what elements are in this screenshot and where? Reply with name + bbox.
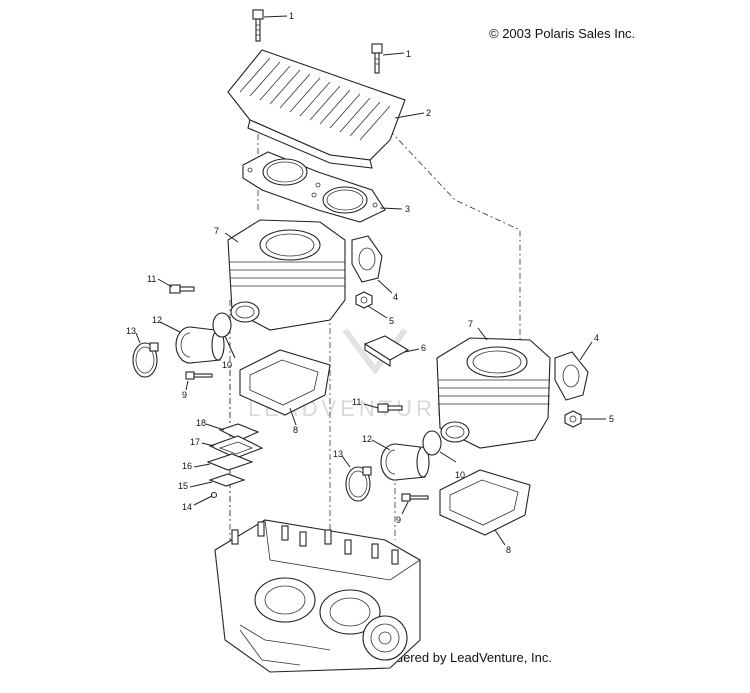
copyright-notice: © 2003 Polaris Sales Inc. [489,26,636,41]
intake-oring-left [212,312,232,338]
callout-labels: 1 1 2 3 7 4 5 11 12 13 10 9 6 8 7 4 5 11… [126,11,614,555]
head-bolt-left [252,9,264,42]
cylinder-head [227,49,406,169]
intake-clamp-right [345,466,372,502]
callout-10b: 10 [455,470,465,480]
callout-1a: 1 [289,11,294,21]
callout-15: 15 [178,481,188,491]
callout-9a: 9 [182,390,187,400]
footer-credit: Rendered by LeadVenture, Inc. [372,650,552,665]
callout-8a: 8 [293,425,298,435]
callout-14: 14 [182,502,192,512]
intake-bolt-left [169,284,195,294]
callout-12a: 12 [152,315,162,325]
callout-11b: 11 [352,397,361,407]
callout-17: 17 [190,437,200,447]
callout-12b: 12 [362,434,372,444]
callout-16: 16 [182,461,192,471]
base-gasket-right [439,469,531,536]
callout-2: 2 [426,108,431,118]
head-gasket [242,151,386,223]
intake-oring-right [422,430,442,456]
leader-lines [135,15,606,546]
callout-4b: 4 [594,333,599,343]
reed-valve-assembly [206,423,264,499]
callout-3: 3 [405,204,410,214]
base-gasket-left [239,349,331,416]
cylinder-left [227,219,346,331]
callout-1b: 1 [406,49,411,59]
callout-13b: 13 [333,449,343,459]
crankcase [214,519,421,673]
callout-9b: 9 [396,515,401,525]
callout-5a: 5 [389,316,394,326]
callout-13a: 13 [126,326,136,336]
cylinder-right [436,337,551,449]
callout-4a: 4 [393,292,398,302]
callout-10a: 10 [222,360,232,370]
callout-11a: 11 [147,274,156,284]
callout-5b: 5 [609,414,614,424]
callout-8b: 8 [506,545,511,555]
intake-boot-left [175,326,225,364]
callout-7b: 7 [468,319,473,329]
spacer-block [363,335,410,368]
intake-boot-right [380,443,430,481]
exhaust-nut-left [355,291,373,309]
callout-6: 6 [421,343,426,353]
reed-bolt-right [401,493,429,502]
exhaust-gasket-right [554,351,589,401]
callout-18: 18 [196,418,206,428]
callout-7a: 7 [214,226,219,236]
head-bolt-right [371,43,383,74]
exhaust-nut-right [564,410,582,428]
intake-clamp-left [132,342,159,378]
exhaust-gasket-left [351,235,383,283]
reed-bolt-left [185,371,213,380]
